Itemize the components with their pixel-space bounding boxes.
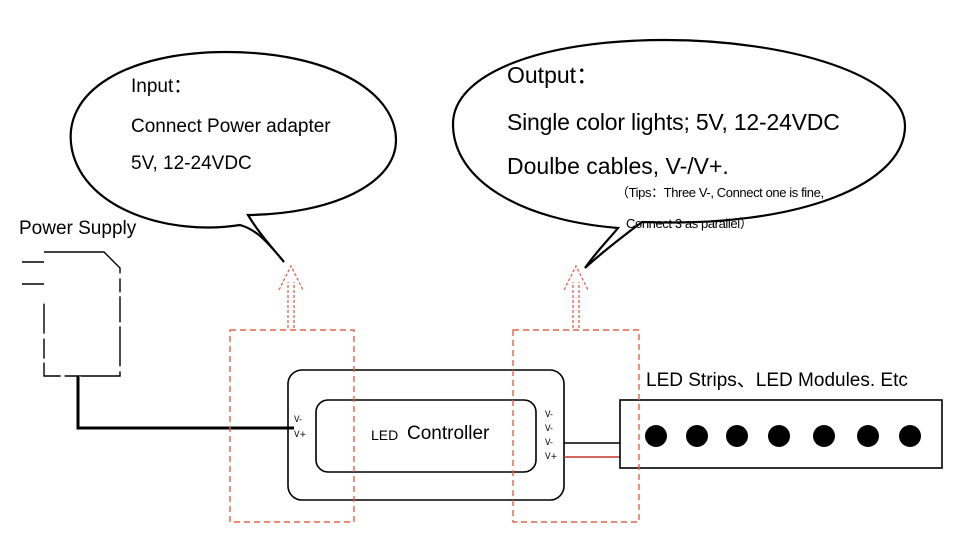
output-tip-2: Connect 3 as parallel） <box>626 216 753 231</box>
led-dot <box>645 425 667 447</box>
led-dot <box>686 425 708 447</box>
output-pin-v-minus-2: V- <box>545 424 553 434</box>
output-pin-v-minus-1: V- <box>545 410 553 420</box>
output-tip-1: （Tips：Three V-, Connect one is fine, <box>616 185 824 200</box>
controller-label: Controller <box>407 423 490 444</box>
led-dots <box>645 425 921 447</box>
controller-outer-box <box>287 369 565 501</box>
controller-label-prefix: LED <box>371 427 399 443</box>
output-up-arrow-icon <box>563 264 589 328</box>
input-title: Input： <box>131 76 193 97</box>
led-dot <box>857 425 879 447</box>
output-speech-bubble <box>451 38 907 269</box>
input-up-arrow-icon <box>278 264 304 328</box>
led-strip-label: LED Strips、LED Modules. Etc <box>646 370 908 391</box>
power-supply-icon <box>22 251 121 377</box>
controller-inner-box <box>315 399 537 473</box>
output-line-2: Doulbe cables, V-/V+. <box>507 153 729 179</box>
led-dot <box>813 425 835 447</box>
input-pin-v-minus: V- <box>294 415 302 425</box>
input-highlight-box <box>229 329 355 523</box>
input-pin-v-plus: V+ <box>294 430 307 440</box>
output-highlight-box <box>512 329 640 523</box>
power-supply-label: Power Supply <box>19 218 137 239</box>
input-line-1: Connect Power adapter <box>131 116 331 137</box>
led-strip-box <box>619 399 943 469</box>
output-pin-v-plus: V+ <box>545 452 558 462</box>
output-pin-v-minus-3: V- <box>545 438 553 448</box>
input-line-2: 5V, 12-24VDC <box>131 153 252 174</box>
input-speech-bubble <box>69 50 398 263</box>
led-dot <box>899 425 921 447</box>
led-dot <box>726 425 748 447</box>
power-cable <box>76 376 294 430</box>
output-title: Output： <box>507 62 600 88</box>
led-dot <box>768 425 790 447</box>
output-line-1: Single color lights; 5V, 12-24VDC <box>507 109 840 135</box>
